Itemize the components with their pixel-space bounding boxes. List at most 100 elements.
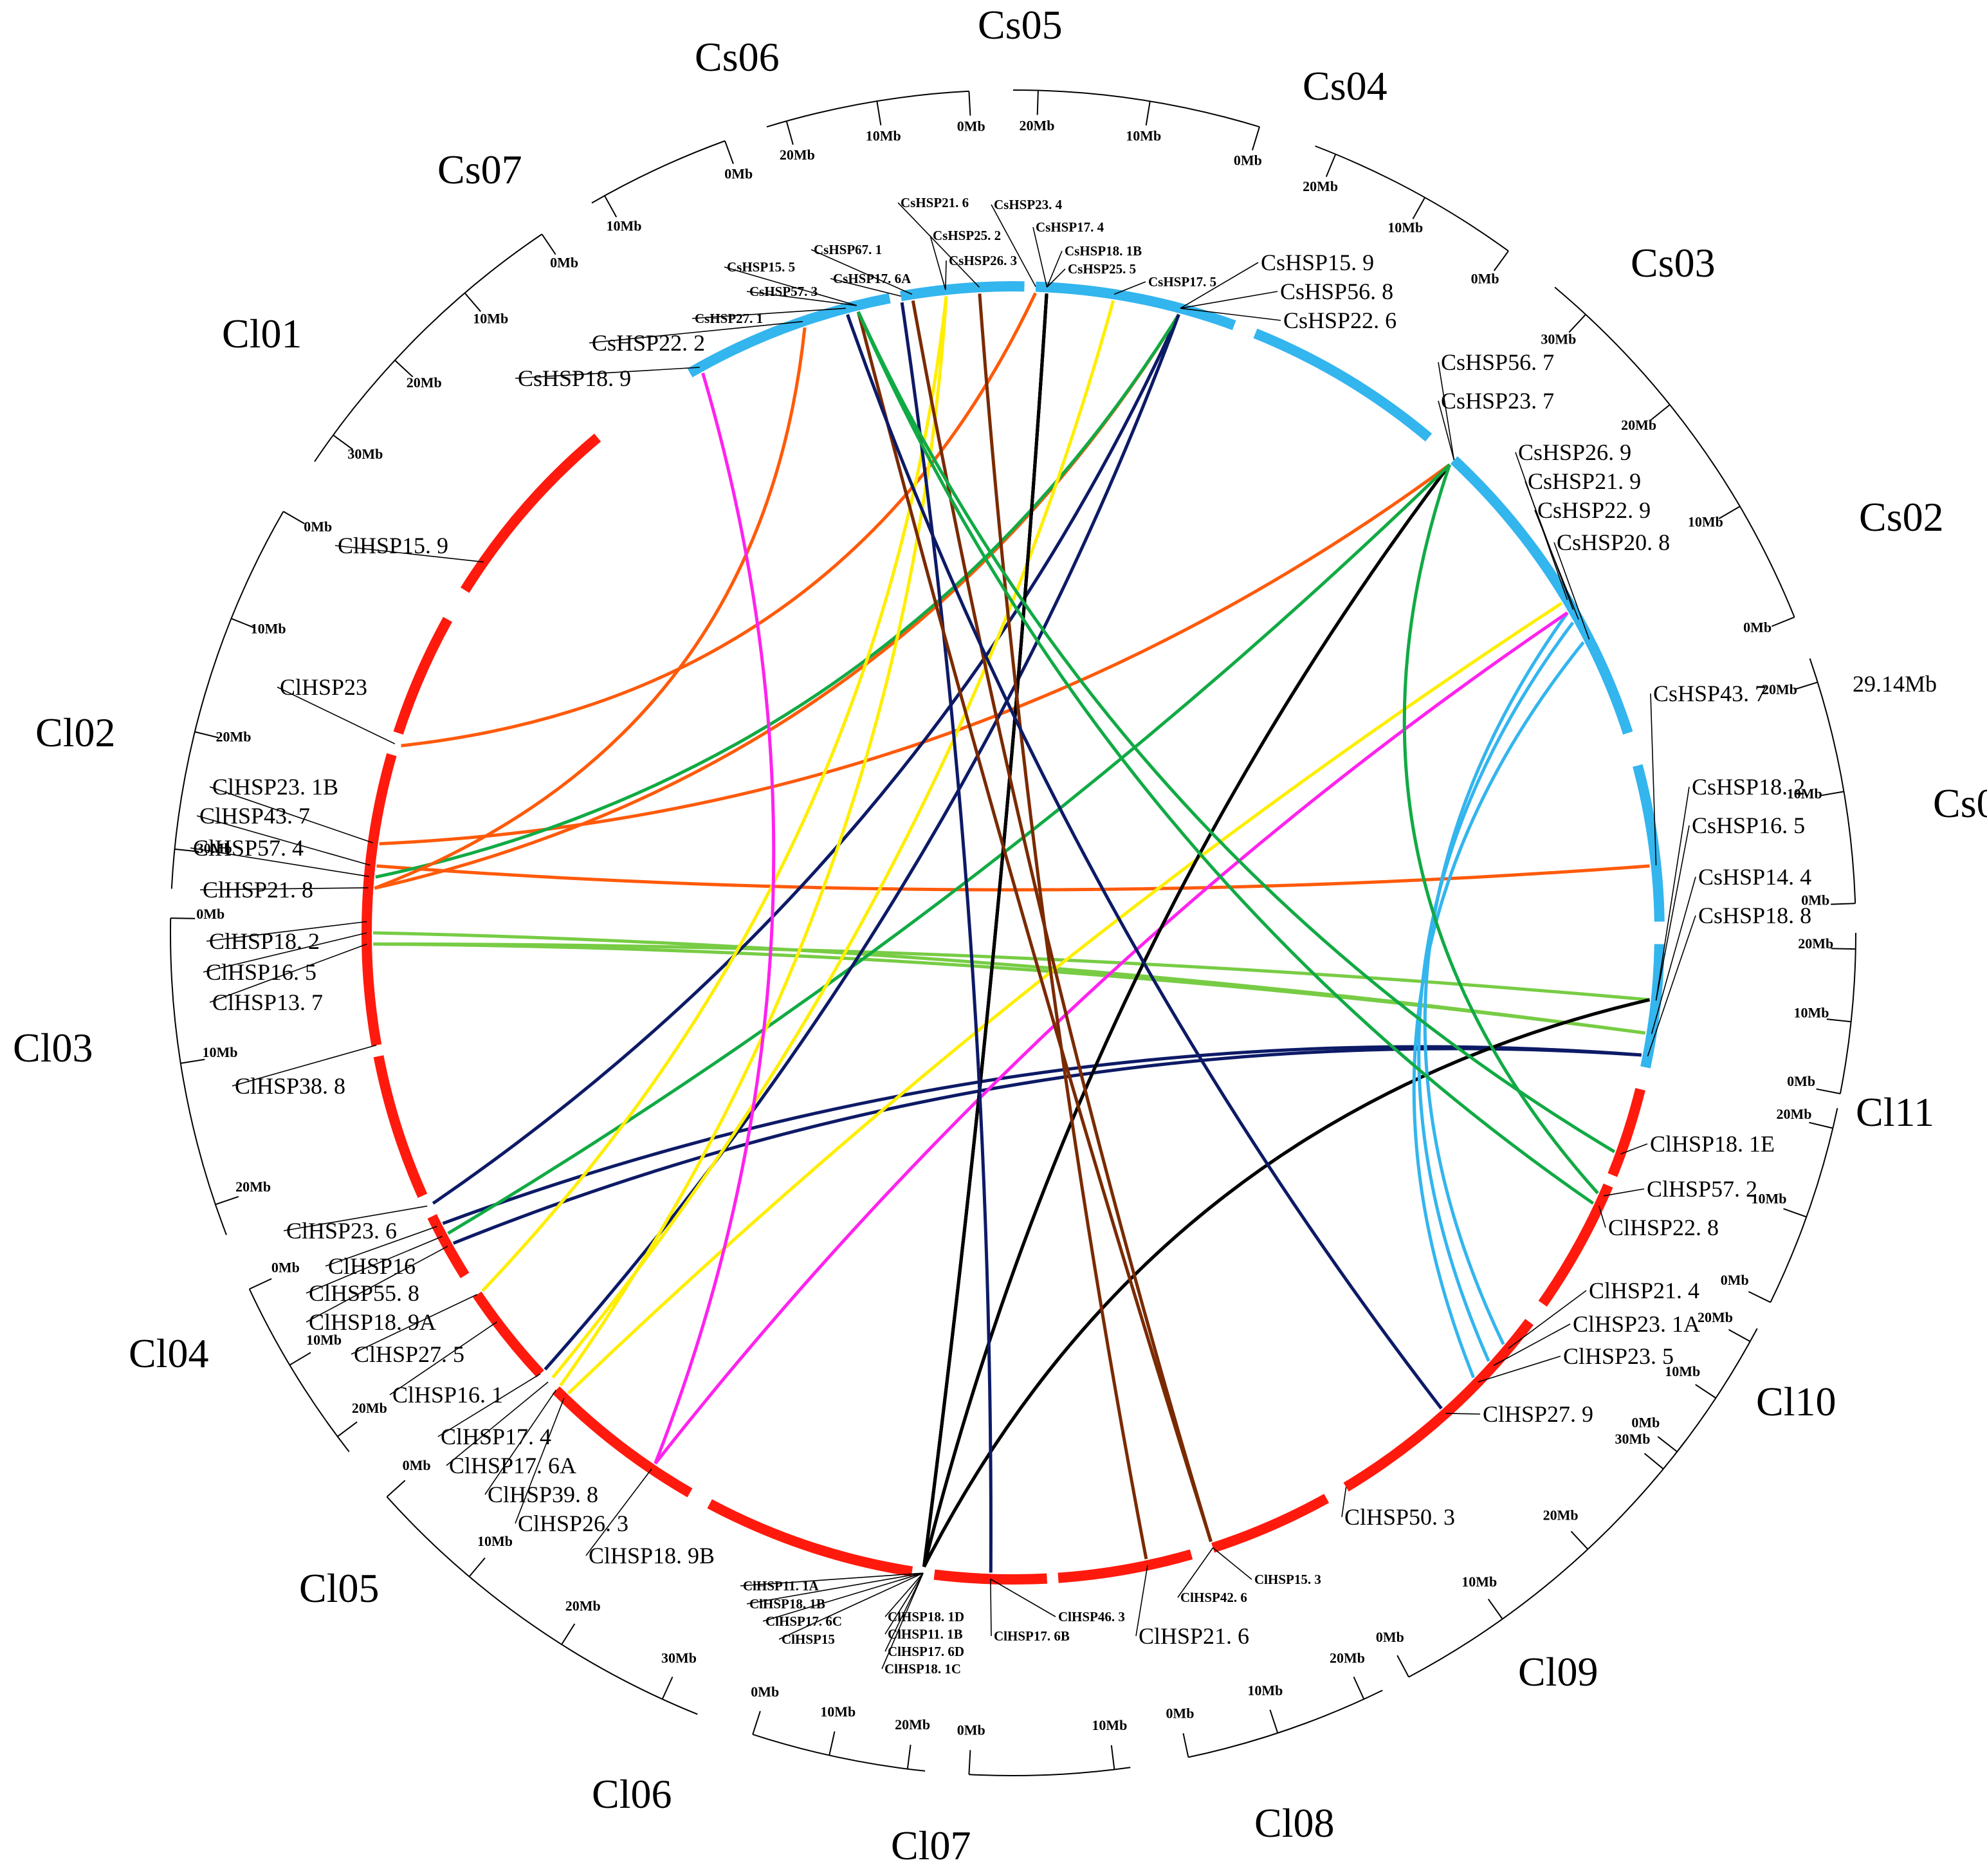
leader-line xyxy=(1180,262,1259,309)
gene-label: ClHSP17. 4 xyxy=(437,1373,551,1449)
gene-label-text: ClHSP27. 9 xyxy=(1483,1401,1593,1427)
gene-label-text: ClHSP22. 8 xyxy=(1608,1215,1719,1240)
gene-label-text: CsHSP43. 7 xyxy=(1653,681,1766,706)
leader-line xyxy=(1553,542,1590,639)
link-16 xyxy=(922,463,1451,1567)
link-29 xyxy=(978,293,1148,1559)
gene-label-text: ClHSP17. 6D xyxy=(888,1644,964,1659)
gene-label-text: CsHSP56. 7 xyxy=(1441,349,1554,375)
leader-line xyxy=(589,321,803,344)
gene-label: ClHSP27. 5 xyxy=(351,1294,478,1367)
gene-label-text: CsHSP26. 9 xyxy=(1518,439,1631,465)
leader-line xyxy=(437,1373,541,1437)
leader-line xyxy=(1213,1547,1252,1580)
tick-label: 0Mb xyxy=(1376,1629,1404,1645)
gene-label-text: CsHSP67. 1 xyxy=(814,242,882,257)
gene-label-text: CsHSP22. 6 xyxy=(1283,308,1396,333)
gene-label-text: CsHSP21. 6 xyxy=(901,195,969,210)
leader-line xyxy=(209,943,367,1003)
leader-line xyxy=(1046,250,1063,288)
gene-label: CsHSP26. 9 xyxy=(1515,439,1631,600)
gene-label: ClHSP18. 1D xyxy=(884,1572,964,1624)
gene-label: ClHSP57. 4 xyxy=(190,835,369,878)
link-38 xyxy=(654,372,776,1464)
chromosome-segment-4 xyxy=(1253,328,1433,442)
gene-label: ClHSP39. 8 xyxy=(484,1390,598,1507)
gene-label-text: ClHSP23. 6 xyxy=(286,1218,397,1244)
leader-line xyxy=(1047,268,1066,288)
tick-label: 30Mb xyxy=(1615,1431,1651,1447)
tick-label: 10Mb xyxy=(1794,1005,1829,1021)
gene-label: ClHSP16. 1 xyxy=(389,1321,503,1408)
leader-line xyxy=(884,1572,924,1617)
gene-label-text: ClHSP15. 3 xyxy=(1254,1572,1321,1587)
gene-label-text: ClHSP50. 3 xyxy=(1344,1504,1455,1530)
leader-line xyxy=(351,1294,478,1355)
link-30 xyxy=(481,296,948,1292)
gene-label: ClHSP18. 9A xyxy=(306,1246,448,1335)
gene-label: ClHSP18. 1B xyxy=(746,1572,924,1612)
gene-label-text: ClHSP43. 7 xyxy=(199,803,310,829)
gene-label-text: ClHSP18. 1B xyxy=(749,1596,825,1612)
gene-label: ClHSP23. 5 xyxy=(1478,1343,1674,1383)
gene-label: CsHSP43. 7 xyxy=(1650,681,1766,865)
leader-line xyxy=(746,1572,924,1605)
gene-label-text: CsHSP18. 2 xyxy=(1692,774,1805,800)
leader-line xyxy=(190,847,369,878)
leader-line xyxy=(283,1205,428,1231)
leader-line xyxy=(1032,226,1048,288)
gene-label-text: CsHSP15. 9 xyxy=(1261,250,1374,275)
gene-label: ClHSP27. 9 xyxy=(1445,1401,1593,1427)
chromosome-label-cs05: Cs05 xyxy=(978,2,1063,48)
leader-line xyxy=(881,1572,924,1669)
gene-label-text: ClHSP21. 6 xyxy=(1139,1623,1249,1649)
gene-label: ClHSP15. 3 xyxy=(1213,1547,1321,1587)
leader-line xyxy=(515,1397,565,1524)
link-35 xyxy=(857,311,1595,1205)
gene-label-text: ClHSP39. 8 xyxy=(488,1482,598,1507)
chromosome-label-cs07: Cs07 xyxy=(437,147,522,192)
link-12 xyxy=(654,611,1569,1465)
tick-label: 20Mb xyxy=(1020,118,1055,134)
gene-label-text: ClHSP17. 6A xyxy=(449,1453,576,1478)
gene-label: CsHSP56. 8 xyxy=(1180,279,1393,309)
chromosome-label-cl01: Cl01 xyxy=(222,311,302,356)
link-31 xyxy=(559,296,948,1387)
tick-label: 30Mb xyxy=(347,446,383,462)
leader-line xyxy=(446,1381,549,1466)
link-4 xyxy=(372,931,1646,1035)
tick-label: 0Mb xyxy=(1471,270,1499,286)
link-32 xyxy=(911,300,1213,1543)
gene-label-text: CsHSP23. 4 xyxy=(994,197,1063,212)
chromosome-segment-19 xyxy=(1343,1318,1534,1492)
chromosome-segment-17 xyxy=(1058,1549,1193,1583)
leader-line xyxy=(884,1572,924,1635)
gene-label: ClHSP43. 7 xyxy=(196,803,371,866)
link-2 xyxy=(452,1047,1642,1245)
link-22 xyxy=(544,314,1180,1371)
tick-label: 0Mb xyxy=(1801,892,1829,908)
gene-label: ClHSP23. 6 xyxy=(283,1205,428,1244)
link-6 xyxy=(922,998,1651,1568)
gene-label: CsHSP23. 7 xyxy=(1438,388,1554,461)
chromosome-segment-21 xyxy=(1607,1088,1645,1177)
gene-label-text: ClHSP11. 1B xyxy=(888,1626,963,1642)
leader-line xyxy=(306,1246,448,1323)
tick-label: 10Mb xyxy=(1461,1574,1497,1590)
link-11 xyxy=(1423,612,1569,1345)
leader-line xyxy=(990,1578,1056,1617)
leader-line xyxy=(1650,693,1657,865)
gene-label-text: ClHSP27. 5 xyxy=(354,1341,464,1367)
chromosome-segment-6 xyxy=(900,281,1025,302)
tick-label: 10Mb xyxy=(473,310,508,326)
leader-line xyxy=(1341,1487,1347,1518)
gene-label-text: ClHSP23. 1A xyxy=(1573,1311,1700,1337)
gene-label: CsHSP18. 9 xyxy=(515,365,700,391)
